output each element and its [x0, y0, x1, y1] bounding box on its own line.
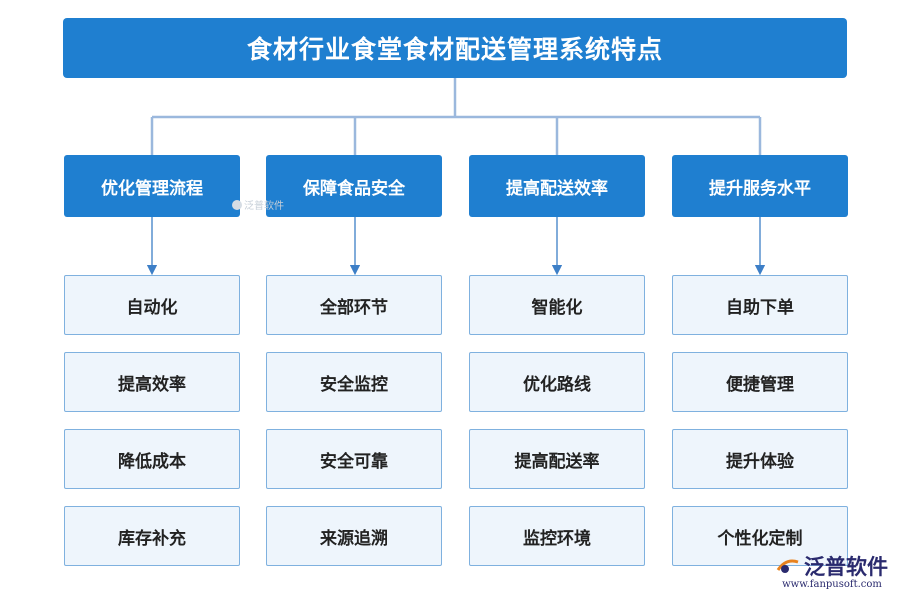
watermark-text: 泛普软件: [244, 201, 284, 212]
diagram-title: 食材行业食堂食材配送管理系统特点: [63, 18, 847, 78]
item-box: 全部环节: [266, 275, 442, 335]
item-box: 便捷管理: [672, 352, 848, 412]
item-box: 库存补充: [64, 506, 240, 566]
logo-icon: [776, 556, 800, 576]
item-box: 安全可靠: [266, 429, 442, 489]
logo-url: www.fanpusoft.com: [782, 579, 882, 590]
item-box: 提升体验: [672, 429, 848, 489]
item-box: 降低成本: [64, 429, 240, 489]
item-box: 智能化: [469, 275, 645, 335]
item-box: 自助下单: [672, 275, 848, 335]
watermark: 泛普软件: [232, 197, 284, 212]
category-box-3: 提高配送效率: [469, 155, 645, 217]
item-box: 监控环境: [469, 506, 645, 566]
item-box: 来源追溯: [266, 506, 442, 566]
item-box: 个性化定制: [672, 506, 848, 566]
brand-logo: 泛普软件 www.fanpusoft.com: [776, 551, 888, 590]
category-box-2: 保障食品安全: [266, 155, 442, 217]
category-box-1: 优化管理流程: [64, 155, 240, 217]
logo-name: 泛普软件: [804, 555, 888, 579]
item-box: 提高配送率: [469, 429, 645, 489]
item-box: 自动化: [64, 275, 240, 335]
item-box: 提高效率: [64, 352, 240, 412]
item-box: 优化路线: [469, 352, 645, 412]
watermark-logo-icon: [232, 199, 242, 210]
item-box: 安全监控: [266, 352, 442, 412]
category-box-4: 提升服务水平: [672, 155, 848, 217]
